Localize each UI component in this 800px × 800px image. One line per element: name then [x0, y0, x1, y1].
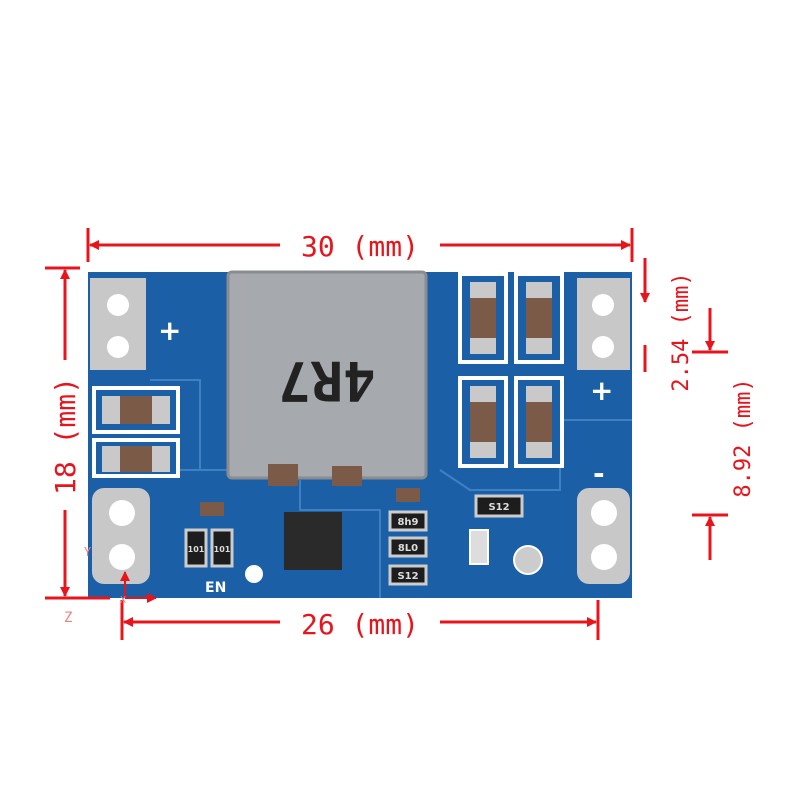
svg-text:101: 101	[214, 545, 231, 554]
pcb-board: 4R7 8h9	[88, 270, 632, 598]
resistors	[184, 494, 524, 586]
axis-y-label: Y	[84, 545, 92, 559]
minus-label-right: -	[593, 457, 605, 490]
inductor	[226, 270, 428, 480]
pitch-dimension-label: 2.54 (mm)	[669, 272, 694, 391]
inductor-label: 4R7	[278, 349, 376, 412]
terminal-pads	[90, 278, 630, 584]
axis-x-label: X	[120, 595, 126, 606]
plus-label-right: +	[590, 374, 613, 407]
svg-text:S12: S12	[397, 571, 418, 582]
offset-dimension-label: 8.92 (mm)	[731, 378, 756, 497]
capacitors	[92, 272, 564, 516]
ic-chip	[284, 512, 342, 570]
svg-text:8L0: 8L0	[398, 543, 418, 554]
axis-z-label: Z	[64, 610, 72, 626]
svg-text:101: 101	[188, 545, 205, 554]
svg-text:S12: S12	[488, 502, 509, 513]
hole-span-dimension-label: 26 (mm)	[301, 608, 419, 641]
height-dimension-label: 18 (mm)	[49, 377, 82, 495]
plus-label-left: +	[158, 314, 181, 347]
svg-text:8h9: 8h9	[397, 517, 418, 528]
width-dimension-label: 30 (mm)	[301, 230, 419, 263]
en-label: EN	[205, 580, 226, 596]
dimension-annotations	[45, 228, 728, 640]
